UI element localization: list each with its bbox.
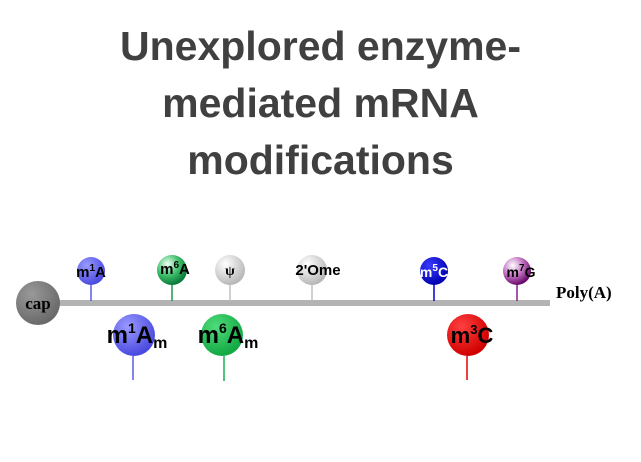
mod-below-m3c-circle [447, 314, 489, 356]
page-title: Unexplored enzyme- mediated mRNA modific… [0, 18, 641, 189]
poly-a-label: Poly(A) [556, 283, 612, 302]
mod-above-m6a: m6A [157, 255, 190, 301]
mod-below-m3c-label: m3C [451, 322, 494, 348]
mod-above-m1a-label: m1A [76, 263, 106, 281]
title-line-2: mediated mRNA [162, 80, 479, 126]
cap-label: cap [25, 294, 51, 313]
mod-below-m1am-label: m1Am [107, 320, 168, 352]
mod-below-m1am-circle [113, 314, 155, 356]
mod-above-2ome-circle [297, 255, 327, 285]
mod-above-m7g-label: m7G [507, 263, 536, 280]
mod-above-2ome: 2'Ome [295, 255, 341, 301]
mod-above-psi-label: ψ [225, 264, 235, 279]
mod-above-2ome-label: 2'Ome [295, 262, 340, 279]
title-line-1: Unexplored enzyme- [120, 23, 521, 69]
mod-below-m6am: m6Am [198, 314, 259, 381]
mod-above-m1a-circle [77, 257, 105, 285]
mod-above-m6a-label: m6A [160, 260, 190, 278]
cap-circle [16, 281, 60, 325]
mod-above-m5c-circle [420, 257, 448, 285]
mod-below-m6am-label: m6Am [198, 320, 259, 352]
mod-above-m5c-label: m5C [420, 263, 448, 280]
mod-above-m7g: m7G [503, 257, 536, 301]
mod-below-m6am-circle [201, 314, 243, 356]
mod-below-m3c: m3C [447, 314, 493, 380]
title-line-3: modifications [187, 137, 454, 183]
mod-above-m1a: m1A [76, 257, 106, 301]
mod-above-m6a-circle [157, 255, 187, 285]
mod-above-psi-circle [215, 255, 245, 285]
mod-above-m5c: m5C [420, 257, 448, 301]
cap-node: cap [16, 281, 60, 325]
mod-above-m7g-circle [503, 257, 531, 285]
mod-above-psi: ψ [215, 255, 245, 301]
mrna-strand-line [40, 300, 550, 306]
mod-below-m1am: m1Am [107, 314, 168, 380]
